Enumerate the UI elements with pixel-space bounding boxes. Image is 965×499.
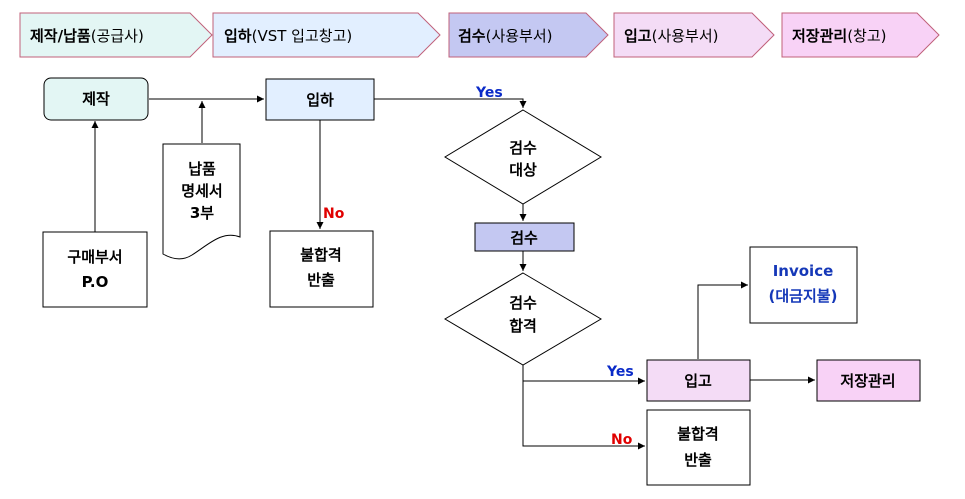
node-purchase-dept: 구매부서 P.O — [42, 231, 148, 308]
node-purchase-dept-line2: P.O — [82, 273, 109, 291]
node-purchase-dept-line1: 구매부서 — [67, 248, 122, 266]
node-arrival: 입하 — [265, 78, 375, 121]
node-inspect-target-line2: 대상 — [509, 161, 537, 179]
edge-label-no-left: No — [323, 206, 345, 222]
edge-pass-reject — [522, 381, 645, 450]
process-step-1: 제작/납품(공급사) — [19, 12, 213, 58]
node-receiving: 입고 — [646, 359, 751, 402]
node-reject-2: 불합격 반출 — [646, 409, 751, 486]
node-delivery-document-line2: 명세서 — [181, 182, 222, 200]
edge-label-yes-bottom: Yes — [606, 364, 634, 380]
node-reject-1-line1: 불합격 — [300, 246, 341, 264]
process-step-5-text: 저장관리(창고) — [792, 27, 887, 45]
node-receiving-label: 입고 — [684, 372, 712, 390]
process-step-2-text: 입하(VST 입고창고) — [224, 27, 352, 45]
node-inspection-label: 검수 — [510, 229, 538, 247]
process-step-4-text: 입고(사용부서) — [624, 27, 719, 45]
node-inspect-pass-line1: 검수 — [509, 294, 537, 312]
process-step-2: 입하(VST 입고창고) — [212, 12, 441, 58]
node-reject-2-line1: 불합격 — [677, 425, 718, 443]
process-step-5: 저장관리(창고) — [781, 12, 940, 58]
node-inspection: 검수 — [474, 222, 575, 252]
node-delivery-document-line1: 납품 — [188, 160, 216, 178]
edge-arrival-target — [374, 98, 527, 108]
node-inspect-target-line1: 검수 — [509, 139, 537, 157]
node-inspect-pass: 검수 합격 — [444, 272, 602, 366]
node-invoice-line1: Invoice — [773, 262, 834, 280]
node-make: 제작 — [43, 77, 149, 121]
process-step-3: 검수(사용부서) — [448, 12, 609, 58]
node-inspect-target: 검수 대상 — [444, 109, 602, 205]
node-delivery-document-line3: 3부 — [190, 204, 214, 222]
node-inspect-pass-line2: 합격 — [509, 317, 537, 335]
node-storage-label: 저장관리 — [840, 372, 895, 390]
node-reject-1: 불합격 반출 — [269, 230, 374, 308]
node-reject-1-line2: 반출 — [307, 271, 335, 289]
process-step-3-text: 검수(사용부서) — [458, 27, 553, 45]
edges — [91, 95, 815, 450]
edge-receiving-invoice — [697, 281, 748, 359]
edge-label-yes-top: Yes — [475, 85, 503, 101]
node-reject-2-line2: 반출 — [684, 451, 712, 469]
node-make-label: 제작 — [82, 90, 110, 108]
process-step-4: 입고(사용부서) — [613, 12, 775, 58]
node-invoice-line2: (대금지불) — [769, 287, 838, 305]
node-storage: 저장관리 — [816, 359, 921, 402]
node-arrival-label: 입하 — [306, 91, 334, 109]
node-delivery-document: 납품 명세서 3부 — [162, 143, 241, 260]
node-invoice: Invoice (대금지불) — [749, 246, 858, 324]
process-step-1-text: 제작/납품(공급사) — [30, 27, 144, 45]
edge-label-no-bottom: No — [611, 432, 633, 448]
